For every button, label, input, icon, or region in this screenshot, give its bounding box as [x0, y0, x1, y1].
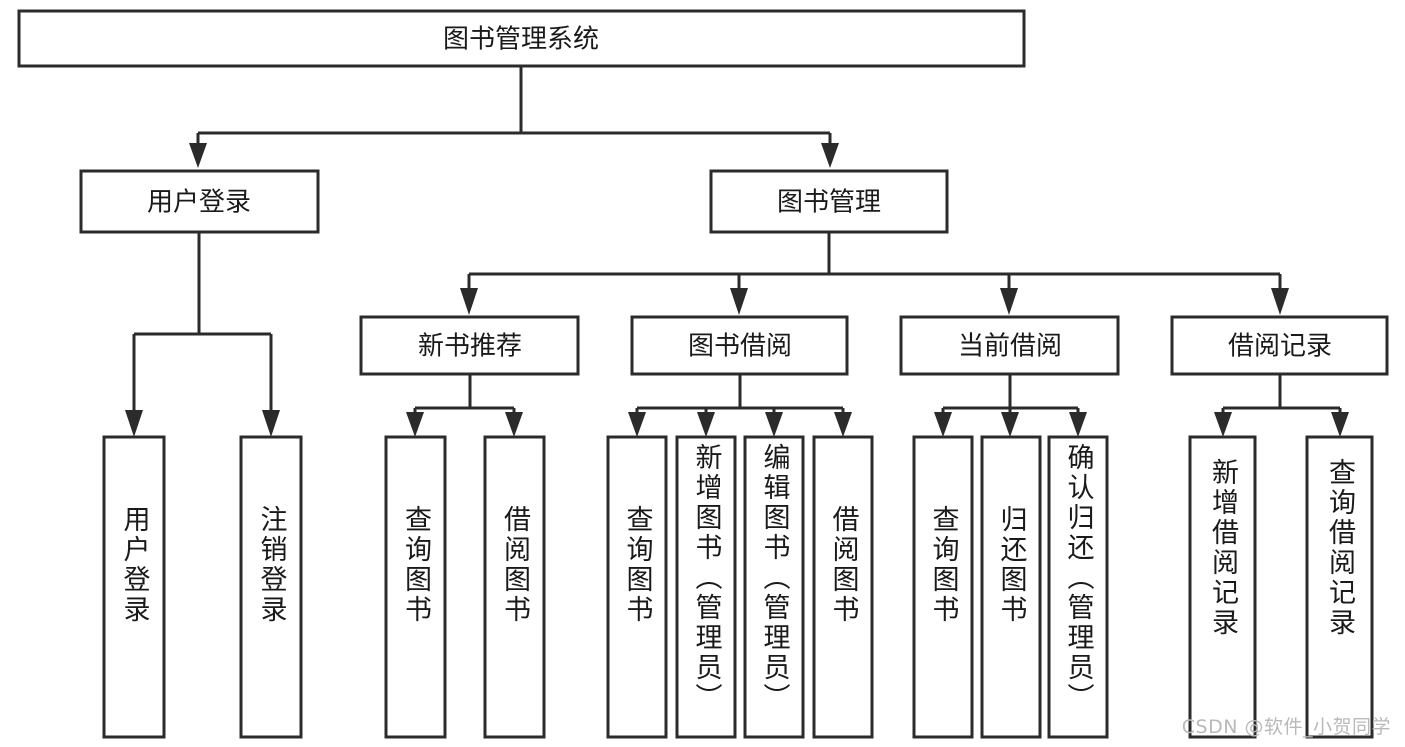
leaf-text: 借阅图书 — [827, 505, 859, 625]
leaf-text: 借阅图书 — [499, 505, 530, 625]
book-management-label: 图书管理 — [777, 188, 881, 218]
new-book-box — [359, 315, 580, 376]
leaf-box-current-query[interactable] — [912, 435, 974, 739]
leaf-text: 用户登录 — [118, 505, 150, 625]
leaf-label-borrow-add: 新增图书（管理员） — [677, 443, 735, 713]
current-borrow-label: 当前借阅 — [958, 332, 1062, 362]
arrow-head-icon — [765, 412, 783, 437]
arrow-head-icon — [1271, 288, 1289, 315]
leaf-box-newbook-borrow[interactable] — [483, 435, 546, 739]
leaf-text: 归还图书 — [995, 505, 1027, 625]
leaf-label-current-query: 查询图书 — [914, 505, 972, 625]
leaf-label-borrow-query: 查询图书 — [608, 505, 666, 625]
leaf-text: 注销登录 — [255, 505, 287, 625]
leaf-label-current-confirm: 确认归还（管理员） — [1049, 443, 1107, 713]
node-book-management[interactable]: 图书管理 — [709, 169, 949, 234]
leaf-box-record-query[interactable] — [1305, 435, 1374, 739]
leaf-box-newbook-query[interactable] — [384, 435, 447, 739]
book-borrow-label: 图书借阅 — [688, 332, 792, 362]
book-borrow-box — [630, 315, 849, 376]
leaf-box-current-return[interactable] — [980, 435, 1042, 739]
leaf-box-user-logout[interactable] — [239, 435, 303, 739]
leaf-box-record-add[interactable] — [1188, 435, 1257, 739]
arrow-head-icon — [406, 412, 424, 437]
leaf-text: 查询图书 — [927, 505, 959, 625]
leaf-label-current-return: 归还图书 — [982, 505, 1040, 625]
arrow-head-icon — [505, 412, 523, 437]
leaf-text: 查询图书 — [621, 505, 653, 625]
watermark-text: CSDN @软件_小贺同学 — [1181, 716, 1391, 738]
leaf-box-borrow-query[interactable] — [606, 435, 668, 739]
leaf-label-user-logout: 注销登录 — [241, 505, 301, 625]
arrow-head-icon — [628, 412, 646, 437]
arrow-head-icon — [189, 143, 207, 168]
arrow-head-icon — [730, 288, 748, 315]
leaf-text: 新增借阅记录 — [1207, 458, 1238, 638]
arrow-head-icon — [125, 410, 143, 437]
root-label: 图书管理系统 — [443, 25, 599, 55]
arrow-head-icon — [1331, 412, 1349, 437]
node-book-borrow[interactable]: 图书借阅 — [630, 315, 849, 376]
node-root[interactable]: 图书管理系统 — [17, 9, 1026, 68]
leaf-box-current-confirm[interactable] — [1047, 435, 1109, 739]
leaf-text: 查询借阅记录 — [1324, 458, 1355, 638]
arrow-head-icon — [460, 288, 478, 315]
new-book-label: 新书推荐 — [418, 332, 522, 362]
user-login-label: 用户登录 — [147, 188, 251, 218]
borrow-record-label: 借阅记录 — [1228, 332, 1332, 362]
leaf-box-borrow-lend[interactable] — [812, 435, 874, 739]
arrow-head-icon — [262, 410, 280, 437]
node-user-login[interactable]: 用户登录 — [79, 169, 320, 234]
arrow-head-icon — [834, 412, 852, 437]
leaf-text: 查询图书 — [400, 505, 431, 625]
arrow-head-icon — [1001, 412, 1019, 437]
leaf-text: 编辑图书（管理员） — [758, 443, 790, 713]
leaf-label-record-query: 查询借阅记录 — [1307, 458, 1372, 638]
leaf-text: 新增图书（管理员） — [690, 443, 722, 713]
arrow-head-icon — [934, 412, 952, 437]
arrow-head-icon — [1214, 412, 1232, 437]
arrow-head-icon — [821, 143, 839, 168]
leaf-label-borrow-edit: 编辑图书（管理员） — [745, 443, 803, 713]
node-new-book-recommend[interactable]: 新书推荐 — [359, 315, 580, 376]
arrow-head-icon — [1069, 412, 1087, 437]
arrow-head-icon — [697, 412, 715, 437]
leaf-label-record-add: 新增借阅记录 — [1190, 458, 1255, 638]
leaf-label-user-login: 用户登录 — [104, 505, 164, 625]
node-current-borrow[interactable]: 当前借阅 — [899, 315, 1120, 376]
leaf-box-user-login[interactable] — [102, 435, 166, 739]
node-borrow-record[interactable]: 借阅记录 — [1170, 315, 1389, 376]
leaf-label-newbook-query: 查询图书 — [386, 505, 445, 625]
arrow-head-icon — [1000, 288, 1018, 315]
leaf-box-borrow-add[interactable] — [675, 435, 737, 739]
leaf-label-borrow-lend: 借阅图书 — [814, 505, 872, 625]
leaf-box-borrow-edit[interactable] — [743, 435, 805, 739]
leaf-text: 确认归还（管理员） — [1062, 443, 1094, 713]
current-borrow-box — [899, 315, 1120, 376]
root-box — [17, 9, 1026, 68]
leaf-label-newbook-borrow: 借阅图书 — [485, 505, 544, 625]
